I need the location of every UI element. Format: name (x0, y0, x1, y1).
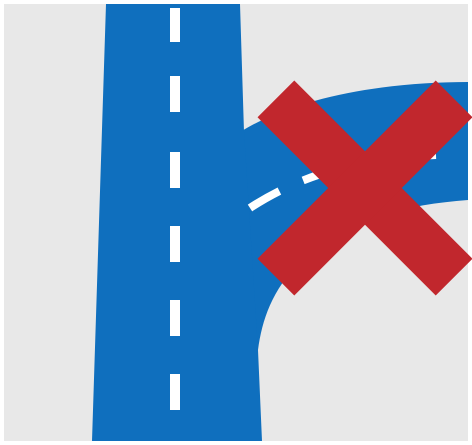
lane-dash (170, 8, 180, 42)
lane-dash (170, 300, 180, 336)
lane-dash (170, 226, 180, 262)
lane-dash (170, 76, 180, 112)
lane-dash (170, 152, 180, 188)
lane-dash (170, 374, 180, 410)
